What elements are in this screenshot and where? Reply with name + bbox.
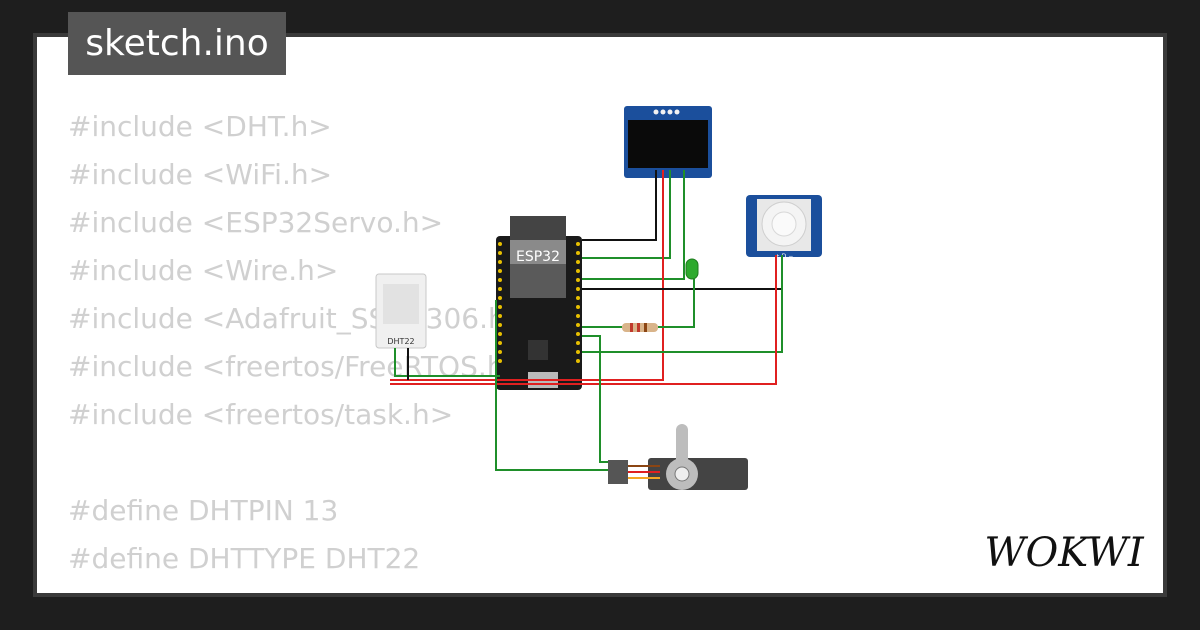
- esp32-board[interactable]: ESP32: [496, 216, 582, 390]
- code-line: #include <freertos/task.h>: [68, 398, 454, 431]
- code-line: #include <DHT.h>: [68, 110, 332, 143]
- code-line: #define DHTPIN 13: [68, 494, 339, 527]
- wokwi-logo-text: WOKWI: [984, 530, 1144, 576]
- code-line: #include <Wire.h>: [68, 254, 339, 287]
- code-line: #define Clock 16: [68, 583, 529, 593]
- servo-motor[interactable]: [608, 424, 748, 490]
- oled-display[interactable]: [624, 106, 712, 178]
- file-tab[interactable]: sketch.ino: [68, 12, 286, 75]
- wires: [390, 170, 783, 479]
- code-preview: #include <DHT.h> #include <WiFi.h> #incl…: [68, 103, 529, 593]
- dht22-sensor[interactable]: DHT22: [375, 273, 427, 349]
- code-line: #include <freertos/FreeRTOS.h>: [68, 350, 528, 383]
- pir-sensor[interactable]: + D −: [746, 195, 822, 260]
- resistor[interactable]: [622, 323, 658, 332]
- esp32-label: ESP32: [516, 249, 560, 265]
- wokwi-logo: WOKWI: [984, 530, 1144, 576]
- circuit-diagram: + D − ESP32 DHT22: [375, 106, 822, 490]
- green-led[interactable]: [685, 258, 699, 280]
- project-canvas: #include <DHT.h> #include <WiFi.h> #incl…: [37, 37, 1163, 593]
- code-line: #include <WiFi.h>: [68, 158, 333, 191]
- dht22-label: DHT22: [387, 337, 414, 346]
- pir-pin-labels: + D −: [775, 253, 794, 260]
- code-line: #include <ESP32Servo.h>: [68, 206, 444, 239]
- code-line: #define DHTTYPE DHT22: [68, 542, 421, 575]
- code-line: #include <Adafruit_SSD1306.h>: [68, 302, 530, 335]
